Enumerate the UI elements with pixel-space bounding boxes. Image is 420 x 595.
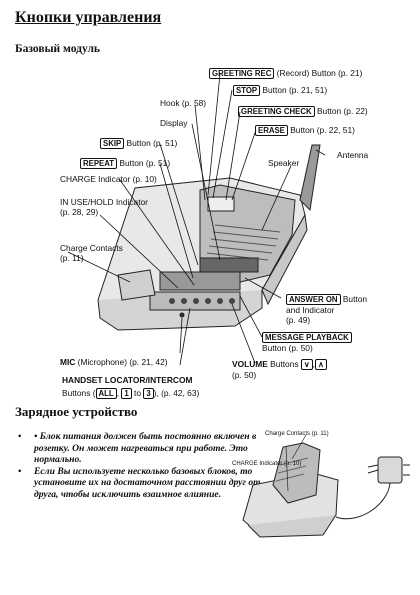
handset-locator-buttons: Buttons (ALL, 1 to 3), (p. 42, 63) bbox=[62, 388, 200, 399]
hook-label: Hook (p. 58) bbox=[160, 98, 207, 108]
bullet-icon: • bbox=[18, 465, 22, 477]
charge-contacts-label: Charge Contacts(p. 11) bbox=[60, 243, 123, 263]
mic-label: MIC (Microphone) (p. 21, 42) bbox=[60, 357, 168, 367]
repeat-key: REPEAT bbox=[80, 158, 118, 169]
answer-on-indicator: and Indicator bbox=[286, 305, 335, 315]
one-key: 1 bbox=[121, 388, 132, 399]
volume-text: Buttons bbox=[267, 359, 301, 369]
page-title: Кнопки управления bbox=[15, 9, 162, 26]
charge-contacts-page: (p. 11) bbox=[60, 253, 84, 263]
in-use-hold-label: IN USE/HOLD Indicator(p. 28, 29) bbox=[60, 197, 148, 217]
message-playback-key: MESSAGE PLAYBACK bbox=[262, 332, 352, 343]
display-label: Display bbox=[160, 118, 188, 128]
message-playback-text: Button (p. 50) bbox=[262, 343, 313, 353]
stop-key: STOP bbox=[233, 85, 261, 96]
antenna-label: Antenna bbox=[337, 150, 369, 160]
greeting-rec-label: GREETING REC (Record) Button (p. 21) bbox=[209, 68, 362, 79]
in-use-hold-page: (p. 28, 29) bbox=[60, 207, 99, 217]
charger-illustration bbox=[242, 434, 410, 538]
greeting-rec-text: (Record) Button (p. 21) bbox=[274, 68, 363, 78]
buttons-suffix: ), (p. 42, 63) bbox=[153, 388, 200, 398]
handset-locator-label: HANDSET LOCATOR/INTERCOM bbox=[62, 375, 193, 385]
charger-indicator-label: CHARGE Indicator (p. 10) bbox=[232, 461, 302, 467]
answer-on-page: (p. 49) bbox=[286, 315, 311, 325]
erase-key: ERASE bbox=[255, 125, 288, 136]
charger-heading: Зарядное устройство bbox=[15, 404, 138, 419]
note-item: • • Блок питания должен быть постоянно вк… bbox=[18, 431, 278, 466]
to-text: to bbox=[131, 388, 144, 398]
mic-bold: MIC bbox=[60, 357, 76, 367]
mic-text: (Microphone) (p. 21, 42) bbox=[75, 357, 168, 367]
note-text-2: Если Вы используете несколько базовых бл… bbox=[34, 465, 261, 500]
skip-key: SKIP bbox=[100, 138, 125, 149]
repeat-label: REPEAT Button (p. 51) bbox=[80, 158, 170, 169]
charger-contacts-label: Charge Contacts (p. 11) bbox=[265, 431, 329, 437]
erase-label: ERASE Button (p. 22, 51) bbox=[255, 125, 355, 136]
base-module-heading: Базовый модуль bbox=[15, 43, 100, 55]
base-unit-illustration bbox=[67, 73, 326, 366]
buttons-prefix: Buttons ( bbox=[62, 388, 96, 398]
speaker-label: Speaker bbox=[268, 158, 300, 168]
charge-contacts-text: Charge Contacts bbox=[60, 243, 123, 253]
greeting-check-text: Button (p. 22) bbox=[314, 106, 368, 116]
in-use-hold-text: IN USE/HOLD Indicator bbox=[60, 197, 148, 207]
all-key: ALL bbox=[95, 388, 117, 399]
greeting-check-label: GREETING CHECK Button (p. 22) bbox=[238, 106, 368, 117]
skip-label: SKIP Button (p. 51) bbox=[100, 138, 177, 149]
greeting-rec-key: GREETING REC bbox=[209, 68, 275, 79]
note-item: • Если Вы используете несколько базовых б… bbox=[18, 466, 278, 501]
bullet-icon: • bbox=[18, 431, 22, 442]
volume-up-key: ∧ bbox=[314, 359, 327, 370]
repeat-text: Button (p. 51) bbox=[117, 158, 171, 168]
volume-page: (p. 50) bbox=[232, 370, 257, 380]
note-text-1: • Блок питания должен быть постоянно вкл… bbox=[34, 431, 257, 466]
volume-bold: VOLUME bbox=[232, 359, 268, 369]
stop-label: STOP Button (p. 21, 51) bbox=[233, 85, 327, 96]
answer-on-text: Button bbox=[340, 294, 368, 304]
answer-on-label: ANSWER ON Button and Indicator(p. 49) bbox=[286, 294, 367, 325]
erase-text: Button (p. 22, 51) bbox=[287, 125, 355, 135]
volume-down-key: ∨ bbox=[300, 359, 313, 370]
answer-on-key: ANSWER ON bbox=[286, 294, 341, 305]
stop-text: Button (p. 21, 51) bbox=[260, 85, 328, 95]
greeting-check-key: GREETING CHECK bbox=[238, 106, 315, 117]
charger-notes: • • Блок питания должен быть постоянно вк… bbox=[18, 431, 278, 501]
volume-label: VOLUME Buttons ∨,∧(p. 50) bbox=[232, 359, 327, 380]
skip-text: Button (p. 51) bbox=[124, 138, 178, 148]
charge-indicator-label: CHARGE Indicator (p. 10) bbox=[60, 174, 157, 184]
three-key: 3 bbox=[143, 388, 154, 399]
